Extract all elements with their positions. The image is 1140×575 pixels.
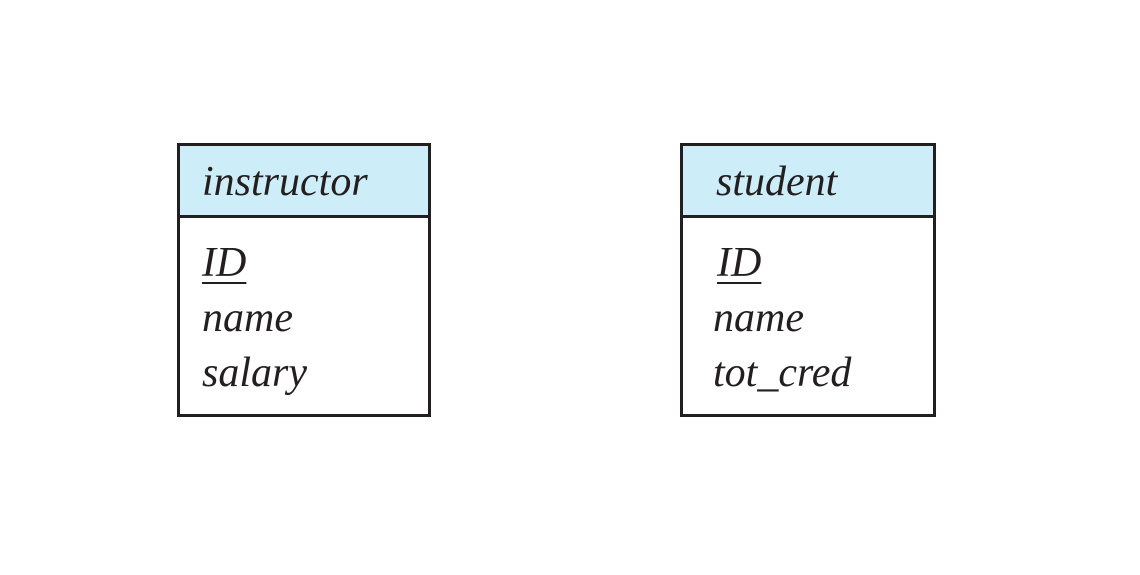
entity-student: student ID name tot_cred [680, 143, 936, 417]
attribute: name [713, 295, 804, 341]
attribute: name [202, 295, 293, 341]
attribute-list: ID name tot_cred [683, 218, 933, 414]
entity-name: student [716, 159, 838, 205]
attribute-list: ID name salary [180, 218, 428, 414]
entity-name: instructor [202, 159, 368, 205]
primary-key-attribute: ID [202, 240, 247, 286]
attribute: tot_cred [713, 350, 852, 396]
entity-header: student [683, 146, 933, 218]
primary-key-attribute: ID [717, 240, 762, 286]
entity-instructor: instructor ID name salary [177, 143, 431, 417]
entity-header: instructor [180, 146, 428, 218]
attribute: salary [202, 350, 307, 396]
